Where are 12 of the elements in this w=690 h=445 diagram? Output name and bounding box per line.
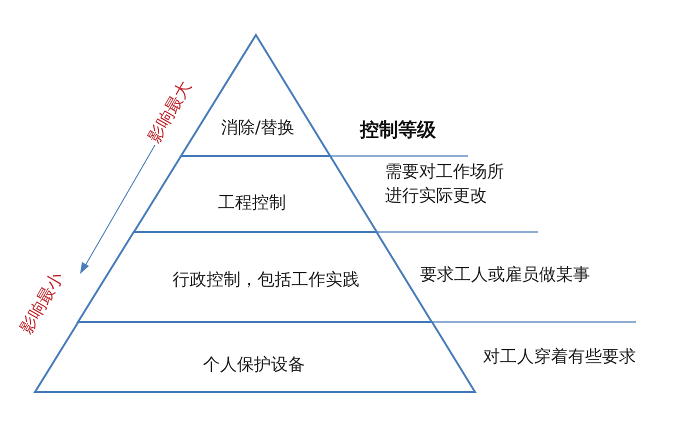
description-text: 需要对工作场所进行实际更改 <box>385 161 505 208</box>
tier-label: 个人保护设备 <box>203 354 305 376</box>
pyramid-tier <box>35 322 475 392</box>
heading: 控制等级 <box>360 119 436 141</box>
tier-label: 消除/替换 <box>220 117 295 139</box>
description-text: 要求工人或雇员做某事 <box>420 264 590 286</box>
impact-label: 影响最小 <box>15 268 69 338</box>
impact-label: 影响最大 <box>143 77 197 147</box>
tier-label: 行政控制，包括工作实践 <box>172 269 360 291</box>
tier-label: 工程控制 <box>218 192 286 214</box>
description-text: 对工人穿着有些要求 <box>483 346 636 368</box>
pyramid-tier <box>134 156 377 232</box>
